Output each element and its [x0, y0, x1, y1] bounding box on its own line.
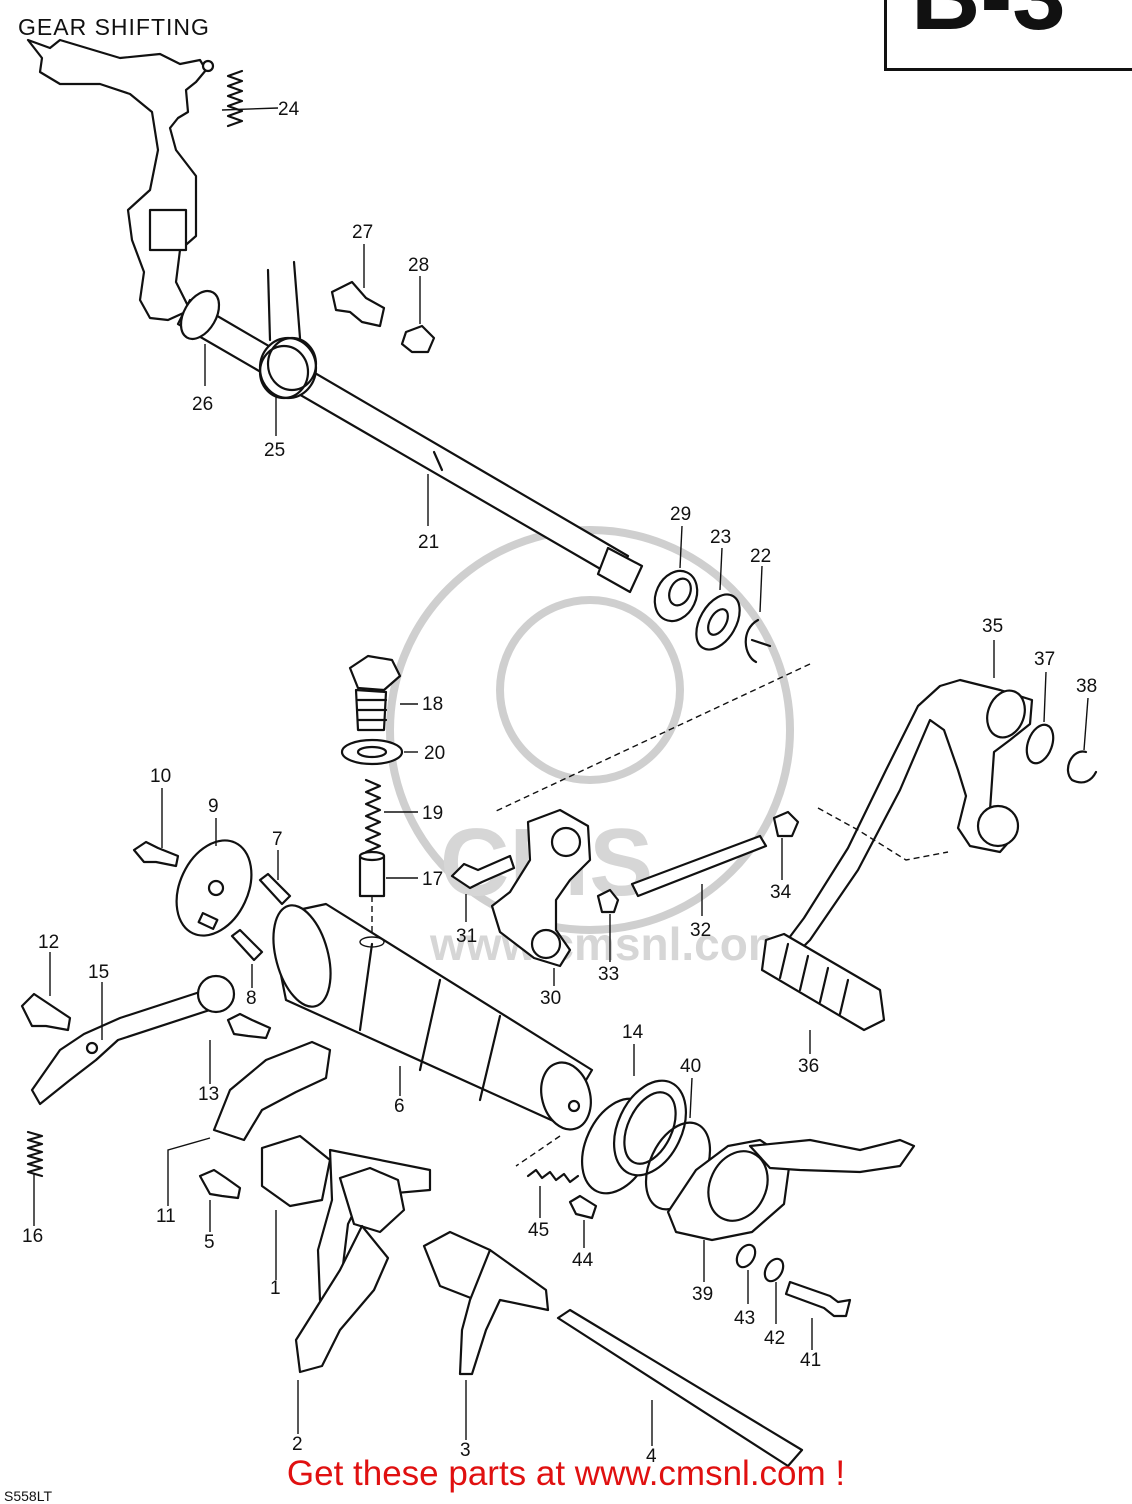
pin-8-drawing	[230, 928, 264, 962]
gearshift-lever-35-drawing	[784, 678, 1034, 956]
callout-36: 36	[798, 1056, 819, 1077]
bearing-14-drawing	[581, 1079, 687, 1195]
callout-27: 27	[352, 222, 373, 243]
callout-32: 32	[690, 920, 711, 941]
diagram-title: GEAR SHIFTING	[18, 14, 210, 40]
nut-28-drawing	[400, 324, 436, 354]
callout-34: 34	[770, 882, 792, 903]
callout-38: 38	[1076, 676, 1097, 697]
callout-17: 17	[422, 869, 443, 890]
bolt-13-drawing	[226, 1012, 272, 1040]
shift-cam-drum-6-drawing	[272, 902, 594, 1131]
callout-19: 19	[422, 803, 443, 824]
callout-11: 11	[156, 1206, 176, 1227]
callout-16: 16	[22, 1226, 43, 1247]
shift-arm-window-drawing	[148, 208, 188, 252]
callout-44: 44	[572, 1250, 594, 1271]
shift-arm-drawing	[26, 38, 208, 322]
callout-41: 41	[800, 1350, 821, 1371]
bolt-41-drawing	[784, 1280, 852, 1318]
section-badge-text: B-3	[911, 0, 1066, 52]
washer-23-drawing	[695, 593, 741, 651]
washer-37-drawing	[1025, 723, 1055, 765]
buy-parts-banner[interactable]: Get these parts at www.cmsnl.com !	[286, 1454, 846, 1493]
callout-5: 5	[204, 1232, 215, 1253]
callout-13: 13	[198, 1084, 219, 1105]
drawing-reference-code: S558LT	[4, 1488, 52, 1504]
guide-plate-11-drawing	[212, 1040, 332, 1142]
callout-42: 42	[764, 1328, 785, 1349]
callout-35: 35	[982, 616, 1003, 637]
washer-43-drawing	[735, 1243, 757, 1269]
spring-19-drawing	[364, 778, 382, 860]
circlip-22-drawing	[744, 618, 772, 664]
callout-18: 18	[422, 694, 443, 715]
callout-23: 23	[710, 527, 731, 548]
link-rod-32-drawing	[630, 834, 768, 898]
callout-2: 2	[292, 1434, 303, 1455]
callout-7: 7	[272, 829, 283, 850]
callout-10: 10	[150, 766, 171, 787]
shift-fork-2-drawing	[294, 1166, 406, 1374]
callout-40: 40	[680, 1056, 701, 1077]
callout-1: 1	[270, 1278, 281, 1299]
cam-plate-9-drawing	[175, 839, 253, 937]
section-badge: B-3	[884, 0, 1132, 71]
callout-9: 9	[208, 796, 219, 817]
callout-20: 20	[424, 743, 445, 764]
callout-33: 33	[598, 964, 619, 985]
oil-seal-29-drawing	[653, 569, 699, 623]
callout-numbers: 24 27 28 26 25 21 29 23 22 35 37 38 18 2…	[22, 99, 1097, 1467]
pin-7-drawing	[258, 872, 292, 906]
callout-30: 30	[540, 988, 561, 1009]
callout-3: 3	[460, 1440, 471, 1461]
callout-22: 22	[750, 546, 771, 567]
spring-24-drawing	[226, 69, 244, 128]
stopper-bolt-27-drawing	[330, 280, 386, 328]
bushing-26-drawing	[179, 290, 221, 340]
pin-17-drawing	[358, 854, 386, 898]
screw-10-drawing	[132, 840, 180, 868]
plug-bolt-18-drawing	[348, 654, 402, 732]
callout-8: 8	[246, 988, 257, 1009]
washer-42-drawing	[763, 1257, 785, 1283]
callout-12: 12	[38, 932, 59, 953]
bolt-31-drawing	[450, 854, 516, 890]
spring-45-drawing	[526, 1168, 580, 1184]
callout-37: 37	[1034, 649, 1055, 670]
return-spring-25-drawing	[258, 260, 318, 400]
callout-45: 45	[528, 1220, 549, 1241]
callout-31: 31	[456, 926, 477, 947]
watermark-url: www.cmsnl.com	[429, 918, 789, 970]
shift-fork-3-drawing	[422, 1230, 550, 1376]
shaft-spline-drawing	[596, 546, 644, 594]
callout-43: 43	[734, 1308, 755, 1329]
nut-33-drawing	[596, 888, 620, 914]
gasket-20-drawing	[340, 738, 404, 766]
housing-39-drawing	[666, 1138, 916, 1242]
callout-21: 21	[418, 532, 439, 553]
pin-44-drawing	[568, 1194, 598, 1220]
bolt-12-drawing	[20, 992, 72, 1032]
callout-15: 15	[88, 962, 109, 983]
callout-39: 39	[692, 1284, 713, 1305]
fork-shaft-4-drawing	[556, 1308, 804, 1468]
callout-28: 28	[408, 255, 429, 276]
lever-rubber-36-drawing	[760, 932, 886, 1032]
shift-arm-pin-drawing	[201, 59, 215, 73]
circlip-38-drawing	[1066, 750, 1098, 784]
callout-26: 26	[192, 394, 213, 415]
spring-16-drawing	[26, 1130, 44, 1178]
bolt-5-drawing	[198, 1168, 242, 1200]
callout-29: 29	[670, 504, 691, 525]
callout-14: 14	[622, 1022, 644, 1043]
callout-25: 25	[264, 440, 285, 461]
callout-6: 6	[394, 1096, 405, 1117]
nut-34-drawing	[772, 810, 800, 838]
callout-24: 24	[278, 99, 300, 120]
callout-4: 4	[646, 1446, 657, 1467]
gearshift-arm-30-drawing	[490, 808, 592, 968]
stopper-arm-15-drawing	[30, 974, 236, 1106]
